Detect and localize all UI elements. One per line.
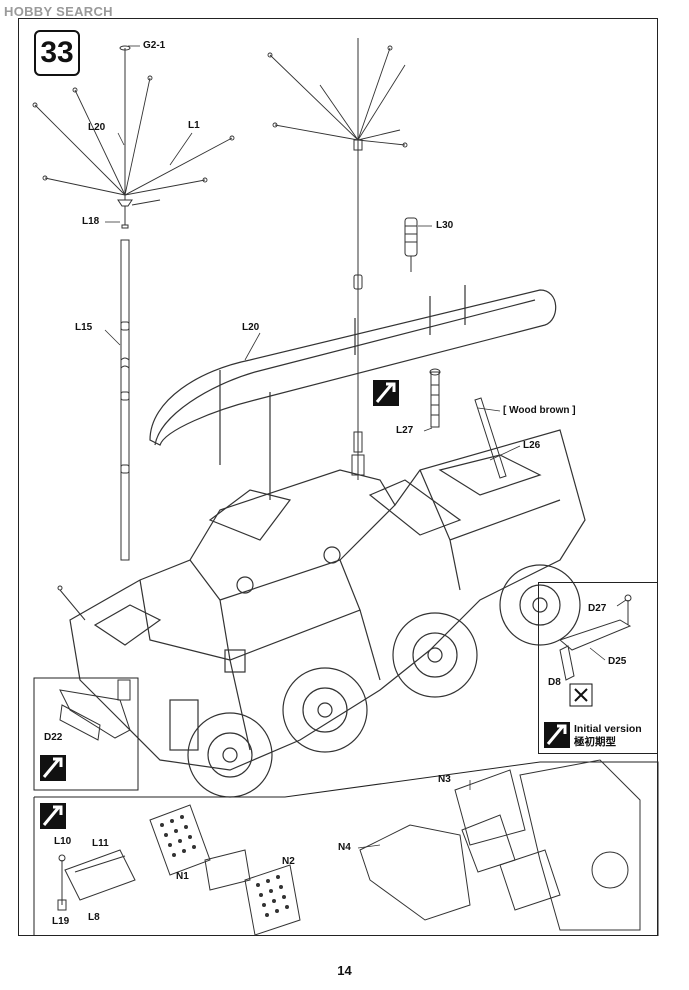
label-l26: L26 xyxy=(523,440,541,451)
label-n1: N1 xyxy=(176,871,189,882)
label-l27: L27 xyxy=(396,425,414,436)
inset-initial-version xyxy=(538,582,658,754)
frame-antenna xyxy=(149,285,557,500)
l30-part xyxy=(404,217,418,272)
page-number: 14 xyxy=(337,963,352,978)
label-l20-top: L20 xyxy=(88,122,106,133)
label-d27: D27 xyxy=(588,603,607,614)
label-g2-1: G2-1 xyxy=(143,40,166,51)
label-l18: L18 xyxy=(82,216,100,227)
label-l15: L15 xyxy=(75,322,93,333)
label-d22: D22 xyxy=(44,732,63,743)
rods xyxy=(429,368,507,479)
no-glue-icon xyxy=(569,683,593,707)
right-antenna xyxy=(267,38,408,480)
label-l20-frame: L20 xyxy=(242,322,260,333)
left-antenna xyxy=(32,45,235,561)
watermark: HOBBY SEARCH xyxy=(4,4,113,19)
label-l19: L19 xyxy=(52,916,70,927)
wheels xyxy=(187,564,581,798)
label-l8: L8 xyxy=(88,912,100,923)
step-arrow-icon xyxy=(40,380,570,829)
vehicle-hull xyxy=(69,429,586,771)
page-frame xyxy=(18,18,658,936)
bottom-parts xyxy=(57,759,641,936)
label-l10: L10 xyxy=(54,836,72,847)
inset-bottom-border xyxy=(34,761,659,936)
label-l11: L11 xyxy=(92,838,109,849)
label-l30: L30 xyxy=(436,220,454,231)
d22-detail xyxy=(59,679,131,741)
initial-version-en: Initial version xyxy=(574,723,642,735)
label-wood-brown: [ Wood brown ] xyxy=(503,405,576,416)
initial-version-note: Initial version 極初期型 xyxy=(574,723,642,749)
label-d8: D8 xyxy=(548,677,561,688)
label-n4: N4 xyxy=(338,842,351,853)
label-n3: N3 xyxy=(438,774,451,785)
inset-d22-border xyxy=(33,677,139,791)
step-number: 33 xyxy=(34,30,80,76)
label-d25: D25 xyxy=(608,656,627,667)
label-l1: L1 xyxy=(188,120,200,131)
label-n2: N2 xyxy=(282,856,295,867)
initial-version-jp: 極初期型 xyxy=(574,736,616,748)
